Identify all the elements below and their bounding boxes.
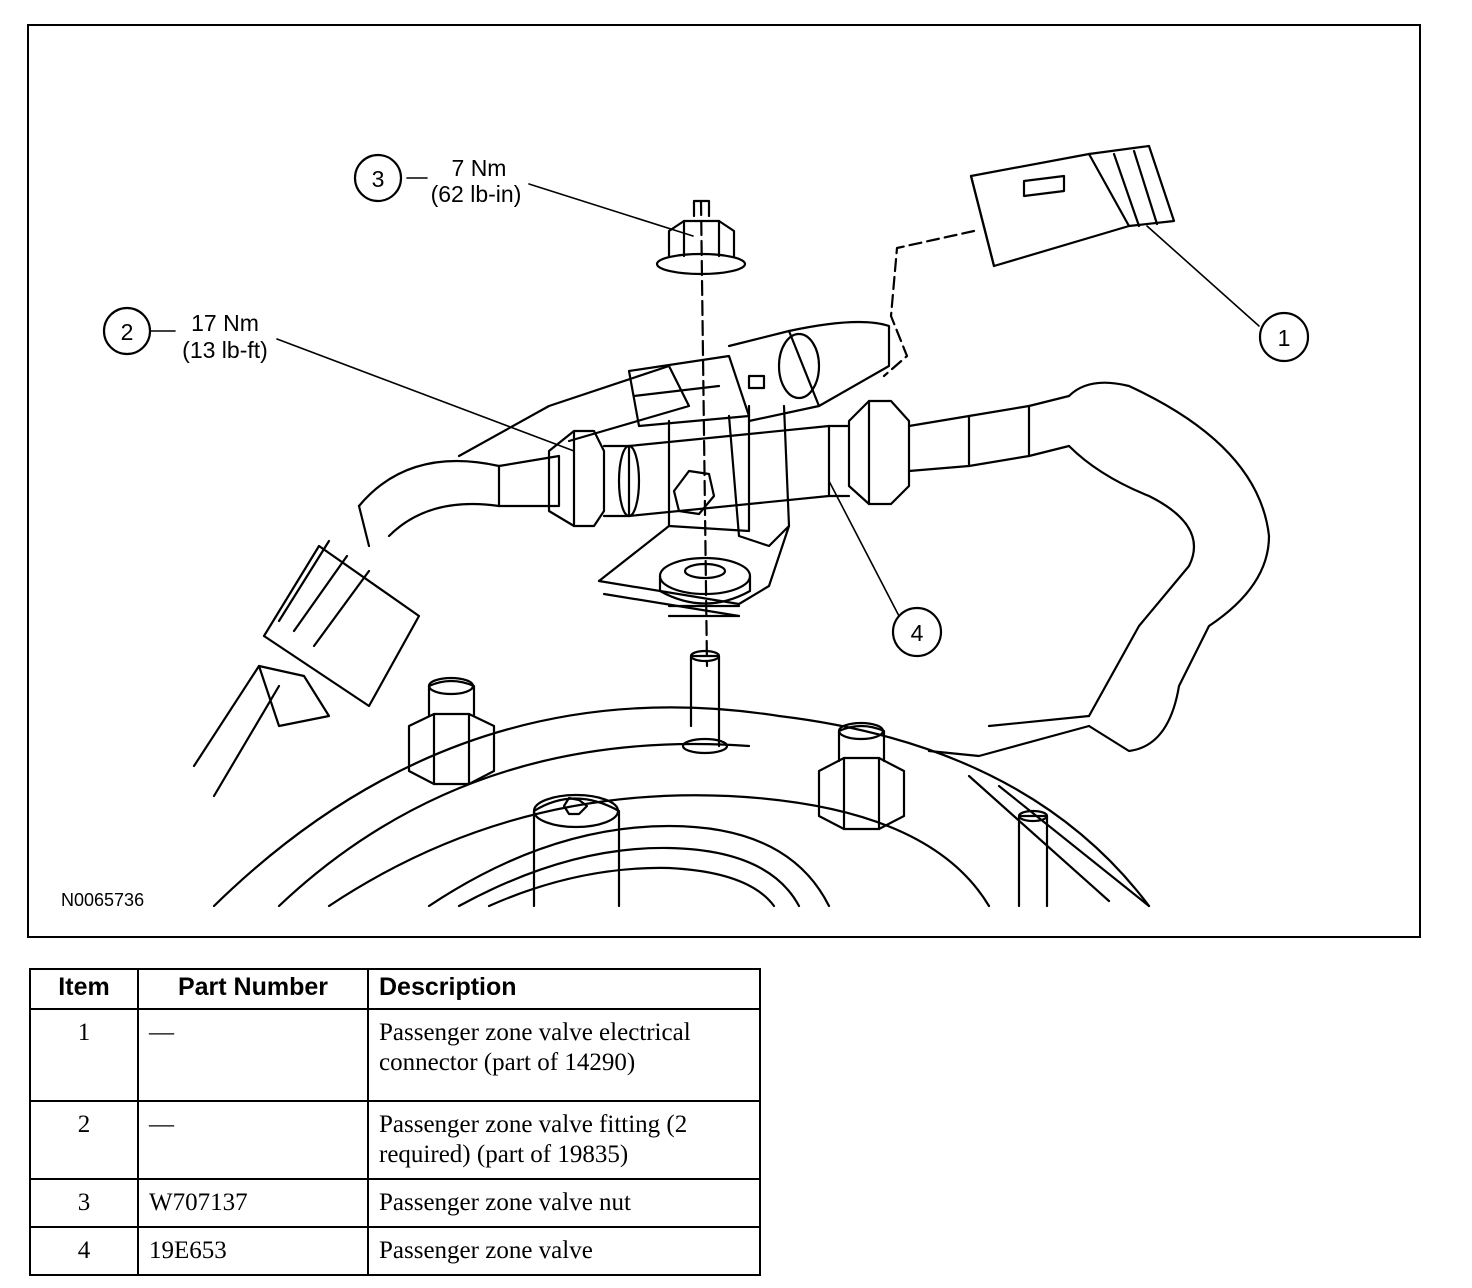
callout-3: 3 7 Nm (62 lb-in) [353, 153, 522, 207]
row-description: Passenger zone valve nut [367, 1178, 761, 1228]
remote-connector [882, 144, 1176, 378]
callout-1: 1 [1258, 311, 1310, 363]
valve-connector [627, 320, 891, 428]
fitting-nut-left [547, 429, 641, 528]
row-item: 3 [29, 1178, 139, 1228]
zone-valve-body [597, 404, 831, 618]
header-part-number: Part Number [137, 968, 369, 1010]
row-part-number: W707137 [137, 1178, 369, 1228]
table-header-row: Item Part Number Description [29, 968, 761, 1010]
right-hose [907, 381, 1271, 758]
figure-id: N0065736 [61, 890, 145, 910]
callout-2-number: 2 [121, 319, 134, 345]
callout-3-torque-imperial: (62 lb-in) [431, 181, 522, 207]
callout-2-torque: 17 Nm [191, 310, 259, 336]
row-part-number: — [137, 1008, 369, 1102]
callout-4: 4 [891, 606, 943, 658]
row-description: Passenger zone valve electrical connecto… [367, 1008, 761, 1102]
header-description: Description [367, 968, 761, 1010]
table-row: 4 19E653 Passenger zone valve [29, 1226, 761, 1276]
leader-lines [150, 177, 1260, 617]
table-row: 1 — Passenger zone valve electrical conn… [29, 1008, 761, 1102]
row-description: Passenger zone valve fitting (2 required… [367, 1100, 761, 1180]
row-item: 2 [29, 1100, 139, 1180]
callout-1-number: 1 [1278, 325, 1291, 351]
left-hose [192, 364, 691, 798]
row-item: 1 [29, 1008, 139, 1102]
table-row: 3 W707137 Passenger zone valve nut [29, 1178, 761, 1228]
base-nut-right [817, 721, 906, 831]
valve-illustration: 3 7 Nm (62 lb-in) 2 17 Nm (13 lb-ft) 1 4 [102, 144, 1310, 908]
parts-table: Item Part Number Description 1 — Passeng… [29, 968, 761, 1276]
callout-3-number: 3 [372, 166, 385, 192]
row-part-number: 19E653 [137, 1226, 369, 1276]
assembly-axis-line [699, 199, 709, 668]
callout-2: 2 17 Nm (13 lb-ft) [102, 306, 268, 363]
callout-3-torque: 7 Nm [452, 155, 507, 181]
row-item: 4 [29, 1226, 139, 1276]
header-item: Item [29, 968, 139, 1010]
mount-housing [212, 649, 1151, 908]
row-description: Passenger zone valve [367, 1226, 761, 1276]
callout-4-number: 4 [911, 620, 924, 646]
callout-2-torque-imperial: (13 lb-ft) [182, 337, 268, 363]
illustration-frame: 3 7 Nm (62 lb-in) 2 17 Nm (13 lb-ft) 1 4… [27, 24, 1421, 938]
base-nut-left [407, 676, 496, 786]
row-part-number: — [137, 1100, 369, 1180]
fitting-nut-right [827, 399, 911, 506]
table-row: 2 — Passenger zone valve fitting (2 requ… [29, 1100, 761, 1180]
